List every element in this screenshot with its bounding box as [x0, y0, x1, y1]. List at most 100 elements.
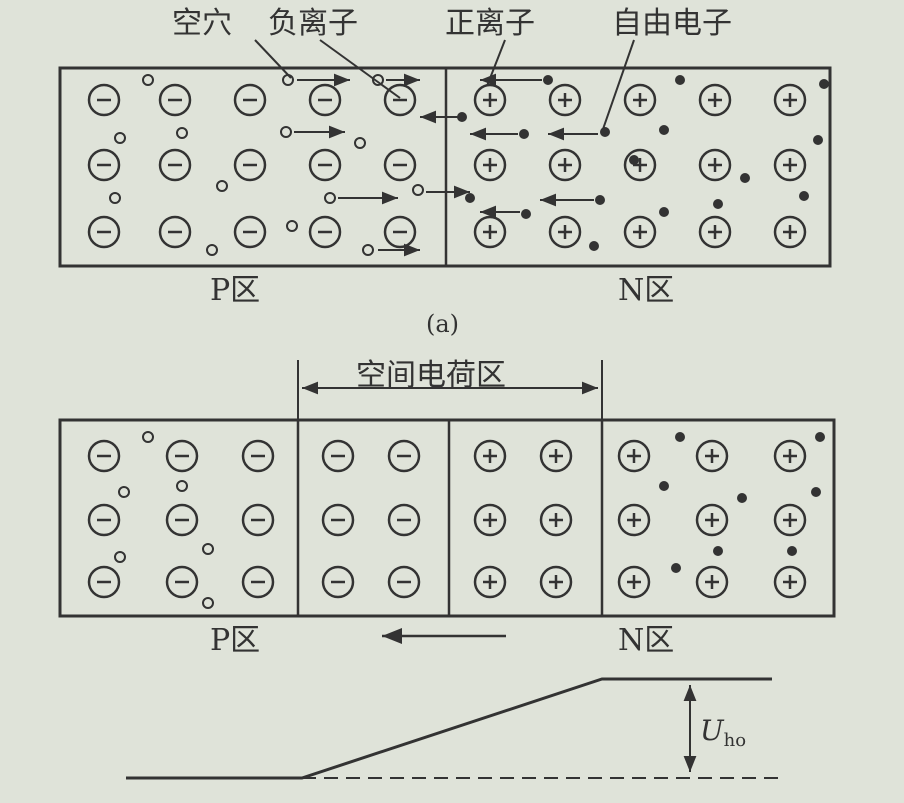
electron-icon	[457, 112, 467, 122]
positive-ion-icon	[773, 83, 807, 117]
electron-icon	[659, 481, 669, 491]
positive-ion-icon	[773, 503, 807, 537]
positive-ion-icon	[617, 503, 651, 537]
electron-icon	[465, 193, 475, 203]
leader-lines	[254, 39, 635, 133]
hole-icon	[354, 137, 366, 149]
electron-icon	[659, 207, 669, 217]
negative-ion-icon	[233, 83, 267, 117]
positive-ion-icon	[773, 215, 807, 249]
electron-icon	[671, 563, 681, 573]
panel-a-particles	[87, 73, 829, 257]
electron-icon	[713, 199, 723, 209]
negative-ion-icon	[308, 215, 342, 249]
hole-icon	[176, 127, 188, 139]
electron-icon	[675, 432, 685, 442]
positive-ion-icon	[473, 148, 507, 182]
panel-b-p-region-label: P区	[210, 623, 260, 658]
negative-ion-icon	[383, 83, 417, 117]
positive-ion-icon	[548, 148, 582, 182]
positive-ion-icon	[473, 83, 507, 117]
hole-icon	[114, 132, 126, 144]
negative-ion-icon	[387, 503, 421, 537]
hole-icon	[280, 126, 292, 138]
electron-icon	[819, 79, 829, 89]
positive-ion-icon	[698, 148, 732, 182]
electron-icon	[659, 125, 669, 135]
hole-icon	[282, 74, 294, 86]
barrier-voltage-symbol: U	[700, 714, 725, 747]
positive-ion-icon	[623, 215, 657, 249]
negative-ion-icon	[87, 503, 121, 537]
panel-a-caption: (a)	[426, 310, 459, 338]
negative-ion-icon	[87, 148, 121, 182]
electron-icon	[589, 241, 599, 251]
electron-icon	[595, 195, 605, 205]
hole-icon	[176, 480, 188, 492]
positive-ion-icon	[623, 148, 657, 182]
panel-b-particles	[87, 431, 825, 609]
negative-ion-icon	[165, 439, 199, 473]
negative-ion-icon	[241, 439, 275, 473]
electron-icon	[799, 191, 809, 201]
positive-ion-icon	[695, 439, 729, 473]
electron-icon	[815, 432, 825, 442]
positive-ion-label: 正离子	[445, 6, 535, 41]
negative-ion-icon	[165, 565, 199, 599]
negative-ion-icon	[158, 148, 192, 182]
hole-icon	[206, 244, 218, 256]
hole-icon	[202, 597, 214, 609]
electron-icon	[713, 546, 723, 556]
positive-ion-icon	[473, 439, 507, 473]
negative-ion-icon	[321, 439, 355, 473]
free-electron-leader-line	[601, 39, 635, 133]
negative-ion-icon	[158, 83, 192, 117]
positive-ion-icon	[548, 83, 582, 117]
hole-icon	[216, 180, 228, 192]
negative-ion-icon	[87, 83, 121, 117]
positive-ion-icon	[773, 439, 807, 473]
positive-ion-icon	[773, 565, 807, 599]
negative-ion-icon	[87, 565, 121, 599]
negative-ion-icon	[158, 215, 192, 249]
positive-ion-icon	[623, 83, 657, 117]
barrier-voltage-label: Uho	[700, 714, 746, 751]
electron-icon	[519, 129, 529, 139]
electron-icon	[543, 75, 553, 85]
potential-curve	[126, 677, 772, 780]
positive-ion-icon	[539, 503, 573, 537]
positive-ion-icon	[539, 439, 573, 473]
hole-icon	[202, 543, 214, 555]
positive-ion-icon	[695, 503, 729, 537]
negative-ion-icon	[383, 215, 417, 249]
electron-icon	[675, 75, 685, 85]
hole-icon	[286, 220, 298, 232]
negative-ion-icon	[321, 565, 355, 599]
hole-leader-line	[254, 39, 292, 79]
electron-icon	[787, 546, 797, 556]
panel-a-n-region-label: N区	[618, 273, 674, 308]
negative-ion-icon	[387, 565, 421, 599]
positive-ion-icon	[695, 565, 729, 599]
negative-ion-icon	[87, 439, 121, 473]
electron-icon	[629, 155, 639, 165]
panel-b-n-region-label: N区	[618, 623, 674, 658]
positive-ion-icon	[773, 148, 807, 182]
electron-icon	[813, 135, 823, 145]
hole-icon	[109, 192, 121, 204]
negative-ion-icon	[241, 503, 275, 537]
panel-a-p-region-label: P区	[210, 273, 260, 308]
electron-icon	[600, 127, 610, 137]
hole-icon	[412, 184, 424, 196]
hole-icon	[362, 244, 374, 256]
negative-ion-icon	[87, 215, 121, 249]
electron-icon	[740, 173, 750, 183]
hole-icon	[372, 74, 384, 86]
hole-icon	[114, 551, 126, 563]
positive-ion-icon	[548, 215, 582, 249]
positive-ion-icon	[698, 215, 732, 249]
hole-label: 空穴	[172, 6, 232, 41]
hole-icon	[142, 431, 154, 443]
